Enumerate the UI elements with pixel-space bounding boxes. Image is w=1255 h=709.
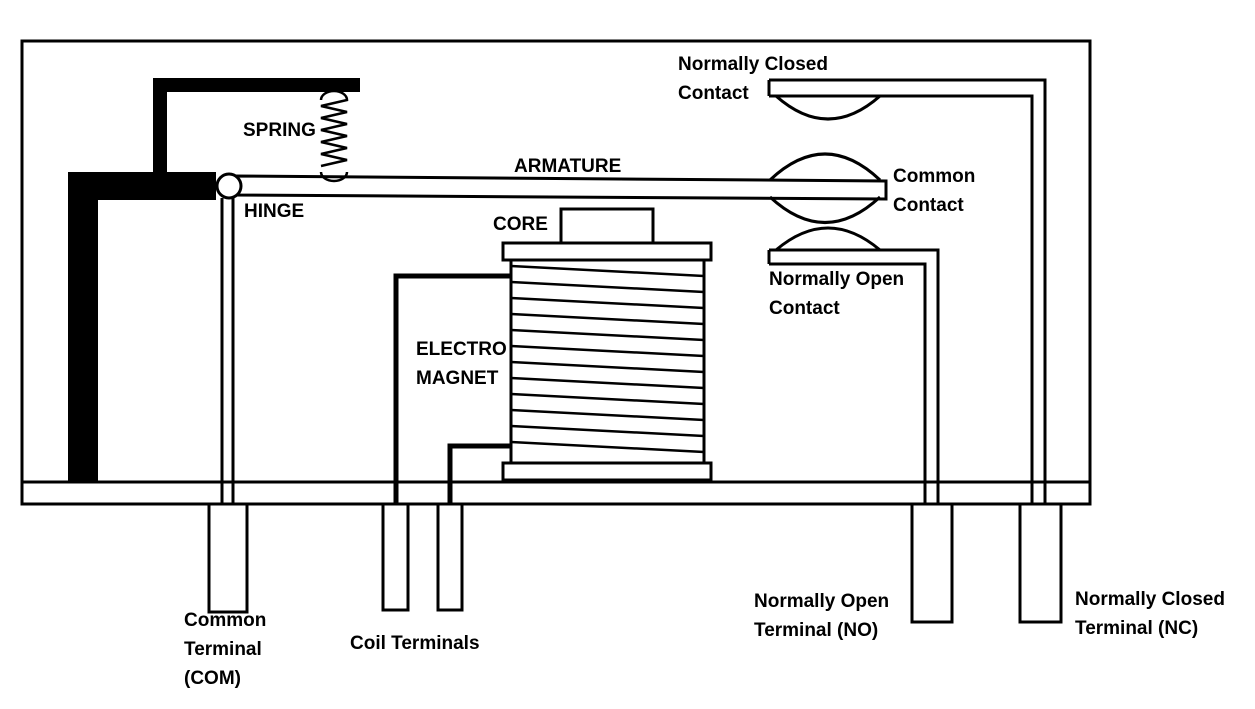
no-contact-button [775,226,881,252]
yoke-vertical [68,172,98,482]
core-label: CORE [493,214,548,235]
yoke-horizontal [68,172,216,200]
spring-bracket-arm [153,78,360,92]
bobbin-bottom-flange [501,461,713,482]
coil-terminals-label: Coil Terminals [350,633,480,654]
coil-lead-2 [447,443,511,504]
hinge-label: HINGE [244,201,305,222]
common-contact-top [768,152,882,182]
spring-bracket-post [153,78,167,174]
coil-body [509,258,706,465]
relay-housing [20,39,1092,506]
nc-contact-lead [769,78,1047,504]
core [559,207,655,245]
common-contact-bottom [768,195,882,224]
no-contact-lead-inner [769,262,927,504]
com-terminal-pin [207,502,249,614]
coil-terminal-pin-2 [436,502,464,612]
coil-terminal-pin-1 [381,502,410,612]
nc-terminal-pin [1018,502,1063,624]
no-terminal-pin [910,502,954,624]
armature-label: ARMATURE [514,156,622,177]
coil-lead-1 [393,273,511,504]
spring-label: SPRING [243,120,316,141]
no-contact-lead [769,248,940,504]
spring [319,89,349,183]
bobbin-top-flange [501,241,713,262]
nc-contact-button [775,94,881,121]
coil-windings [510,264,705,454]
nc-contact-lead-inner [769,94,1034,504]
hinge-pivot [215,172,243,200]
